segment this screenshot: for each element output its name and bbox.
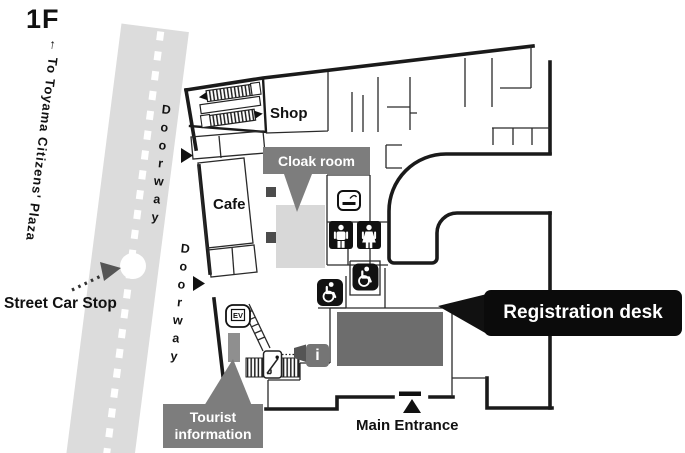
doorway-arrow-icon xyxy=(193,276,205,291)
tourist-information-callout: Tourist information xyxy=(163,404,263,448)
escalator-icon xyxy=(245,350,300,379)
stairs-icon xyxy=(198,81,263,129)
street-car-stop-pointer xyxy=(71,262,121,292)
restroom-men-icon xyxy=(329,221,353,249)
pillar xyxy=(266,187,276,197)
street-car-stop-circle xyxy=(120,253,146,279)
cafe-room-outline xyxy=(197,157,254,249)
restroom-women-icon xyxy=(357,221,381,249)
elevator-label: EV xyxy=(232,310,243,320)
cloak-room-callout: Cloak room xyxy=(263,147,370,174)
information-icon: i xyxy=(306,344,329,367)
registration-desk-callout: Registration desk xyxy=(484,290,682,336)
smoking-area-icon xyxy=(337,190,361,211)
cloak-room-pointer xyxy=(284,174,312,212)
tourist-information-line2: information xyxy=(174,426,252,442)
entrance-arrow-icon xyxy=(403,399,421,413)
registration-desk-pointer xyxy=(438,294,487,334)
registration-desk-area xyxy=(337,312,443,366)
road-center-dashed-line xyxy=(100,31,165,453)
street-road xyxy=(64,23,189,453)
elevator-icon xyxy=(225,304,251,328)
street-car-stop-arrowhead-icon xyxy=(100,262,121,281)
cloak-room-area xyxy=(276,205,325,268)
doorway-arrow-icon xyxy=(181,148,193,163)
info-flag-icon xyxy=(294,344,306,362)
pillar xyxy=(266,232,276,243)
floor-label: 1F xyxy=(26,4,60,34)
information-icon-letter: i xyxy=(315,346,320,364)
accessible-toilet-icon xyxy=(315,277,345,308)
street-car-stop-label: Street Car Stop xyxy=(4,295,117,312)
cafe-label: Cafe xyxy=(213,196,246,213)
shop-label: Shop xyxy=(270,105,308,122)
tourist-info-pointer xyxy=(204,359,252,406)
curved-corridor-wall xyxy=(387,152,552,265)
main-entrance-marker xyxy=(399,391,421,413)
tourist-information-desk xyxy=(228,333,240,362)
main-entrance-label: Main Entrance xyxy=(356,417,459,434)
tourist-information-line1: Tourist xyxy=(189,409,237,425)
accessible-toilet-icon xyxy=(351,262,380,292)
